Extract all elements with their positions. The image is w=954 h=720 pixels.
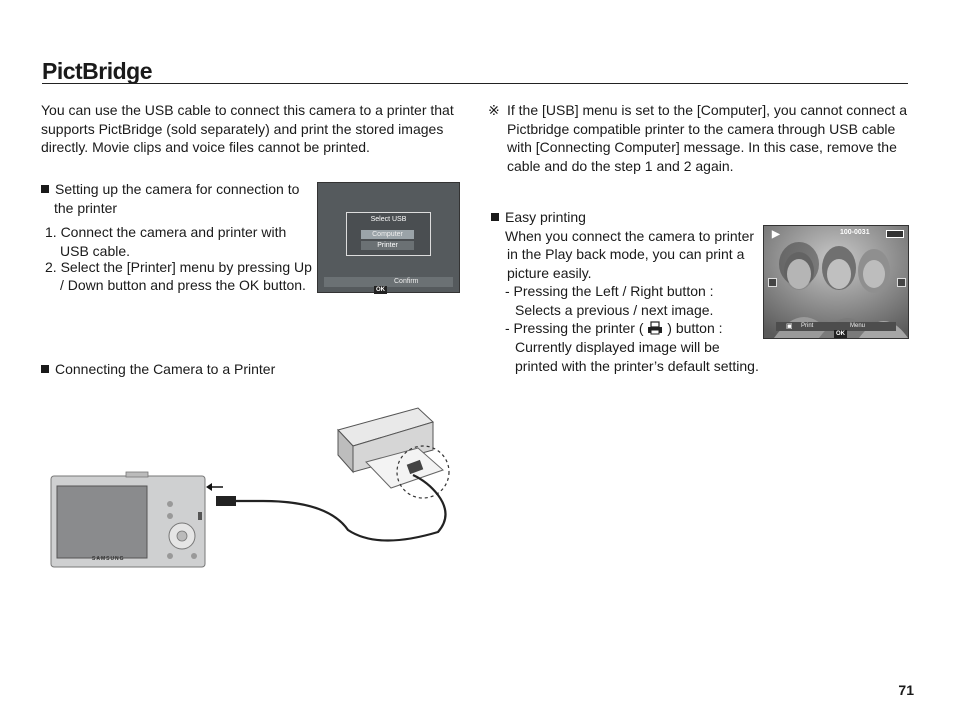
setup-heading-text: Setting up the camera for connection to — [55, 181, 300, 197]
usb-option-computer: Computer — [361, 230, 414, 239]
easy-line: Selects a previous / next image. — [515, 302, 714, 318]
easy-line: When you connect the camera to printer — [505, 228, 755, 244]
note-line: If the [USB] menu is set to the [Compute… — [507, 102, 907, 118]
play-mode-icon: ▶ — [772, 229, 780, 240]
square-bullet-icon — [41, 185, 49, 193]
printer-icon: ▣ — [786, 323, 793, 330]
page-number: 71 — [898, 682, 914, 698]
note-line: with [Connecting Computer] message. In t… — [507, 139, 897, 155]
easy-line: printed with the printer’s default setti… — [515, 358, 759, 374]
battery-icon — [886, 230, 904, 238]
note-line: Pictbridge compatible printer to the cam… — [507, 120, 896, 137]
left-arrow-icon — [768, 278, 777, 287]
arrow-left-icon — [206, 483, 212, 491]
step-2: 2. Select the [Printer] menu by pressing… — [45, 259, 312, 275]
usb-dialog-title: Select USB — [370, 216, 407, 223]
usb-dialog: Select USB Computer Printer — [346, 212, 431, 256]
connection-illustration — [50, 407, 450, 568]
menu-label: Menu — [850, 323, 866, 329]
easy-printing-heading: Easy printing — [491, 208, 586, 227]
ok-badge: OK — [374, 286, 387, 294]
confirm-label: Confirm — [394, 278, 419, 285]
print-label: Print — [801, 323, 814, 329]
ok-badge: OK — [834, 330, 847, 338]
intro-line: directly. Movie clips and voice files ca… — [41, 139, 370, 155]
setup-heading: Setting up the camera for connection to — [41, 180, 299, 199]
right-arrow-icon — [897, 278, 906, 287]
easy-line: - Pressing the Left / Right button : — [505, 283, 714, 299]
step-1: 1. Connect the camera and printer with — [45, 224, 287, 240]
easy-line-part: - Pressing the printer ( — [505, 320, 644, 336]
intro-paragraph: You can use the USB cable to connect thi… — [41, 101, 454, 157]
step-1-cont: USB cable. — [60, 243, 131, 259]
easy-line: Currently displayed image will be — [515, 339, 720, 355]
camera-brand: SAMSUNG — [92, 556, 125, 562]
easy-line: in the Play back mode, you can print a — [507, 246, 745, 262]
printer-icon — [648, 321, 663, 335]
lcd-bottom-bar: ▣ Print OK Menu — [776, 322, 896, 338]
note-symbol: ※ — [488, 102, 500, 118]
file-number: 100-0031 — [840, 229, 870, 236]
intro-line: supports PictBridge (sold separately) an… — [41, 120, 444, 137]
camera-illustration — [50, 471, 206, 568]
connecting-heading: Connecting the Camera to a Printer — [41, 360, 275, 379]
intro-line: You can use the USB cable to connect thi… — [41, 102, 454, 118]
note-paragraph: If the [USB] menu is set to the [Compute… — [507, 101, 907, 175]
square-bullet-icon — [41, 365, 49, 373]
easy-line-printer: - Pressing the printer ( ) button : — [505, 319, 723, 338]
playback-screen: ▶ 100-0031 ▣ Print OK Menu — [763, 225, 909, 339]
easy-line: picture easily. — [507, 265, 592, 281]
title-rule — [42, 83, 908, 84]
easy-printing-heading-text: Easy printing — [505, 209, 586, 225]
square-bullet-icon — [491, 213, 499, 221]
connecting-heading-text: Connecting the Camera to a Printer — [55, 361, 276, 377]
lcd-bottom-bar: OK Confirm — [324, 277, 453, 294]
step-2-cont: / Down button and press the OK button. — [60, 277, 306, 293]
note-line: cable and do the step 1 and 2 again. — [507, 157, 734, 174]
printer-illustration — [337, 407, 450, 499]
setup-heading-cont: the printer — [54, 200, 118, 216]
page-title: PictBridge — [42, 58, 153, 84]
easy-line-part: ) button : — [667, 320, 723, 336]
usb-option-printer: Printer — [361, 241, 414, 250]
